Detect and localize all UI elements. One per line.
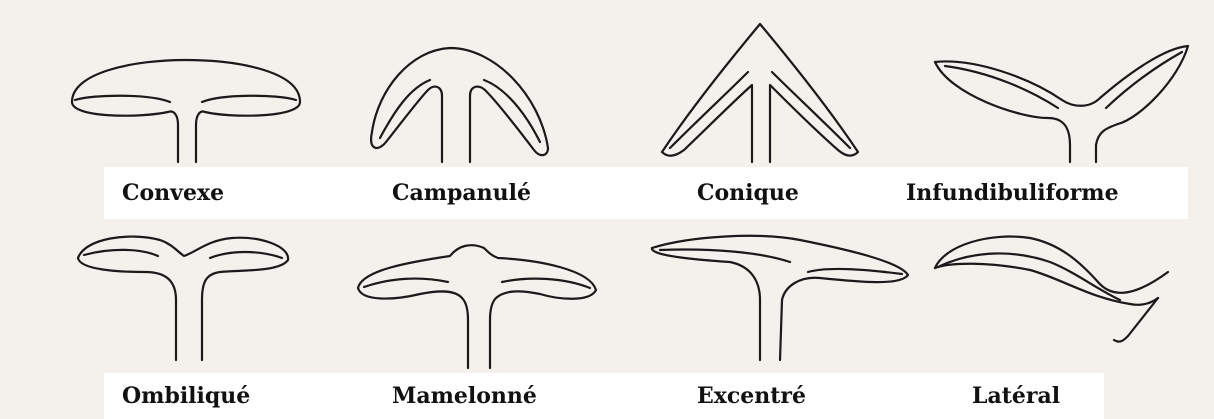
label-campanule: Campanulé — [392, 182, 531, 204]
label-conique: Conique — [697, 182, 799, 204]
excentre-cap-drawing — [652, 236, 908, 360]
campanule-cap-drawing — [371, 48, 548, 162]
label-ombilique: Ombiliqué — [122, 385, 250, 407]
label-infundibuliforme: Infundibuliforme — [906, 182, 1119, 204]
label-lateral: Latéral — [972, 385, 1060, 407]
label-mamelonne: Mamelonné — [392, 385, 537, 407]
label-excentre: Excentré — [697, 385, 806, 407]
ombilique-cap-drawing — [78, 237, 288, 360]
infundibuliforme-cap-drawing — [935, 46, 1188, 162]
convexe-cap-drawing — [72, 60, 300, 162]
conique-cap-drawing — [662, 24, 858, 162]
lateral-cap-drawing — [935, 237, 1168, 342]
label-convexe: Convexe — [122, 182, 224, 204]
mamelonne-cap-drawing — [358, 245, 596, 368]
